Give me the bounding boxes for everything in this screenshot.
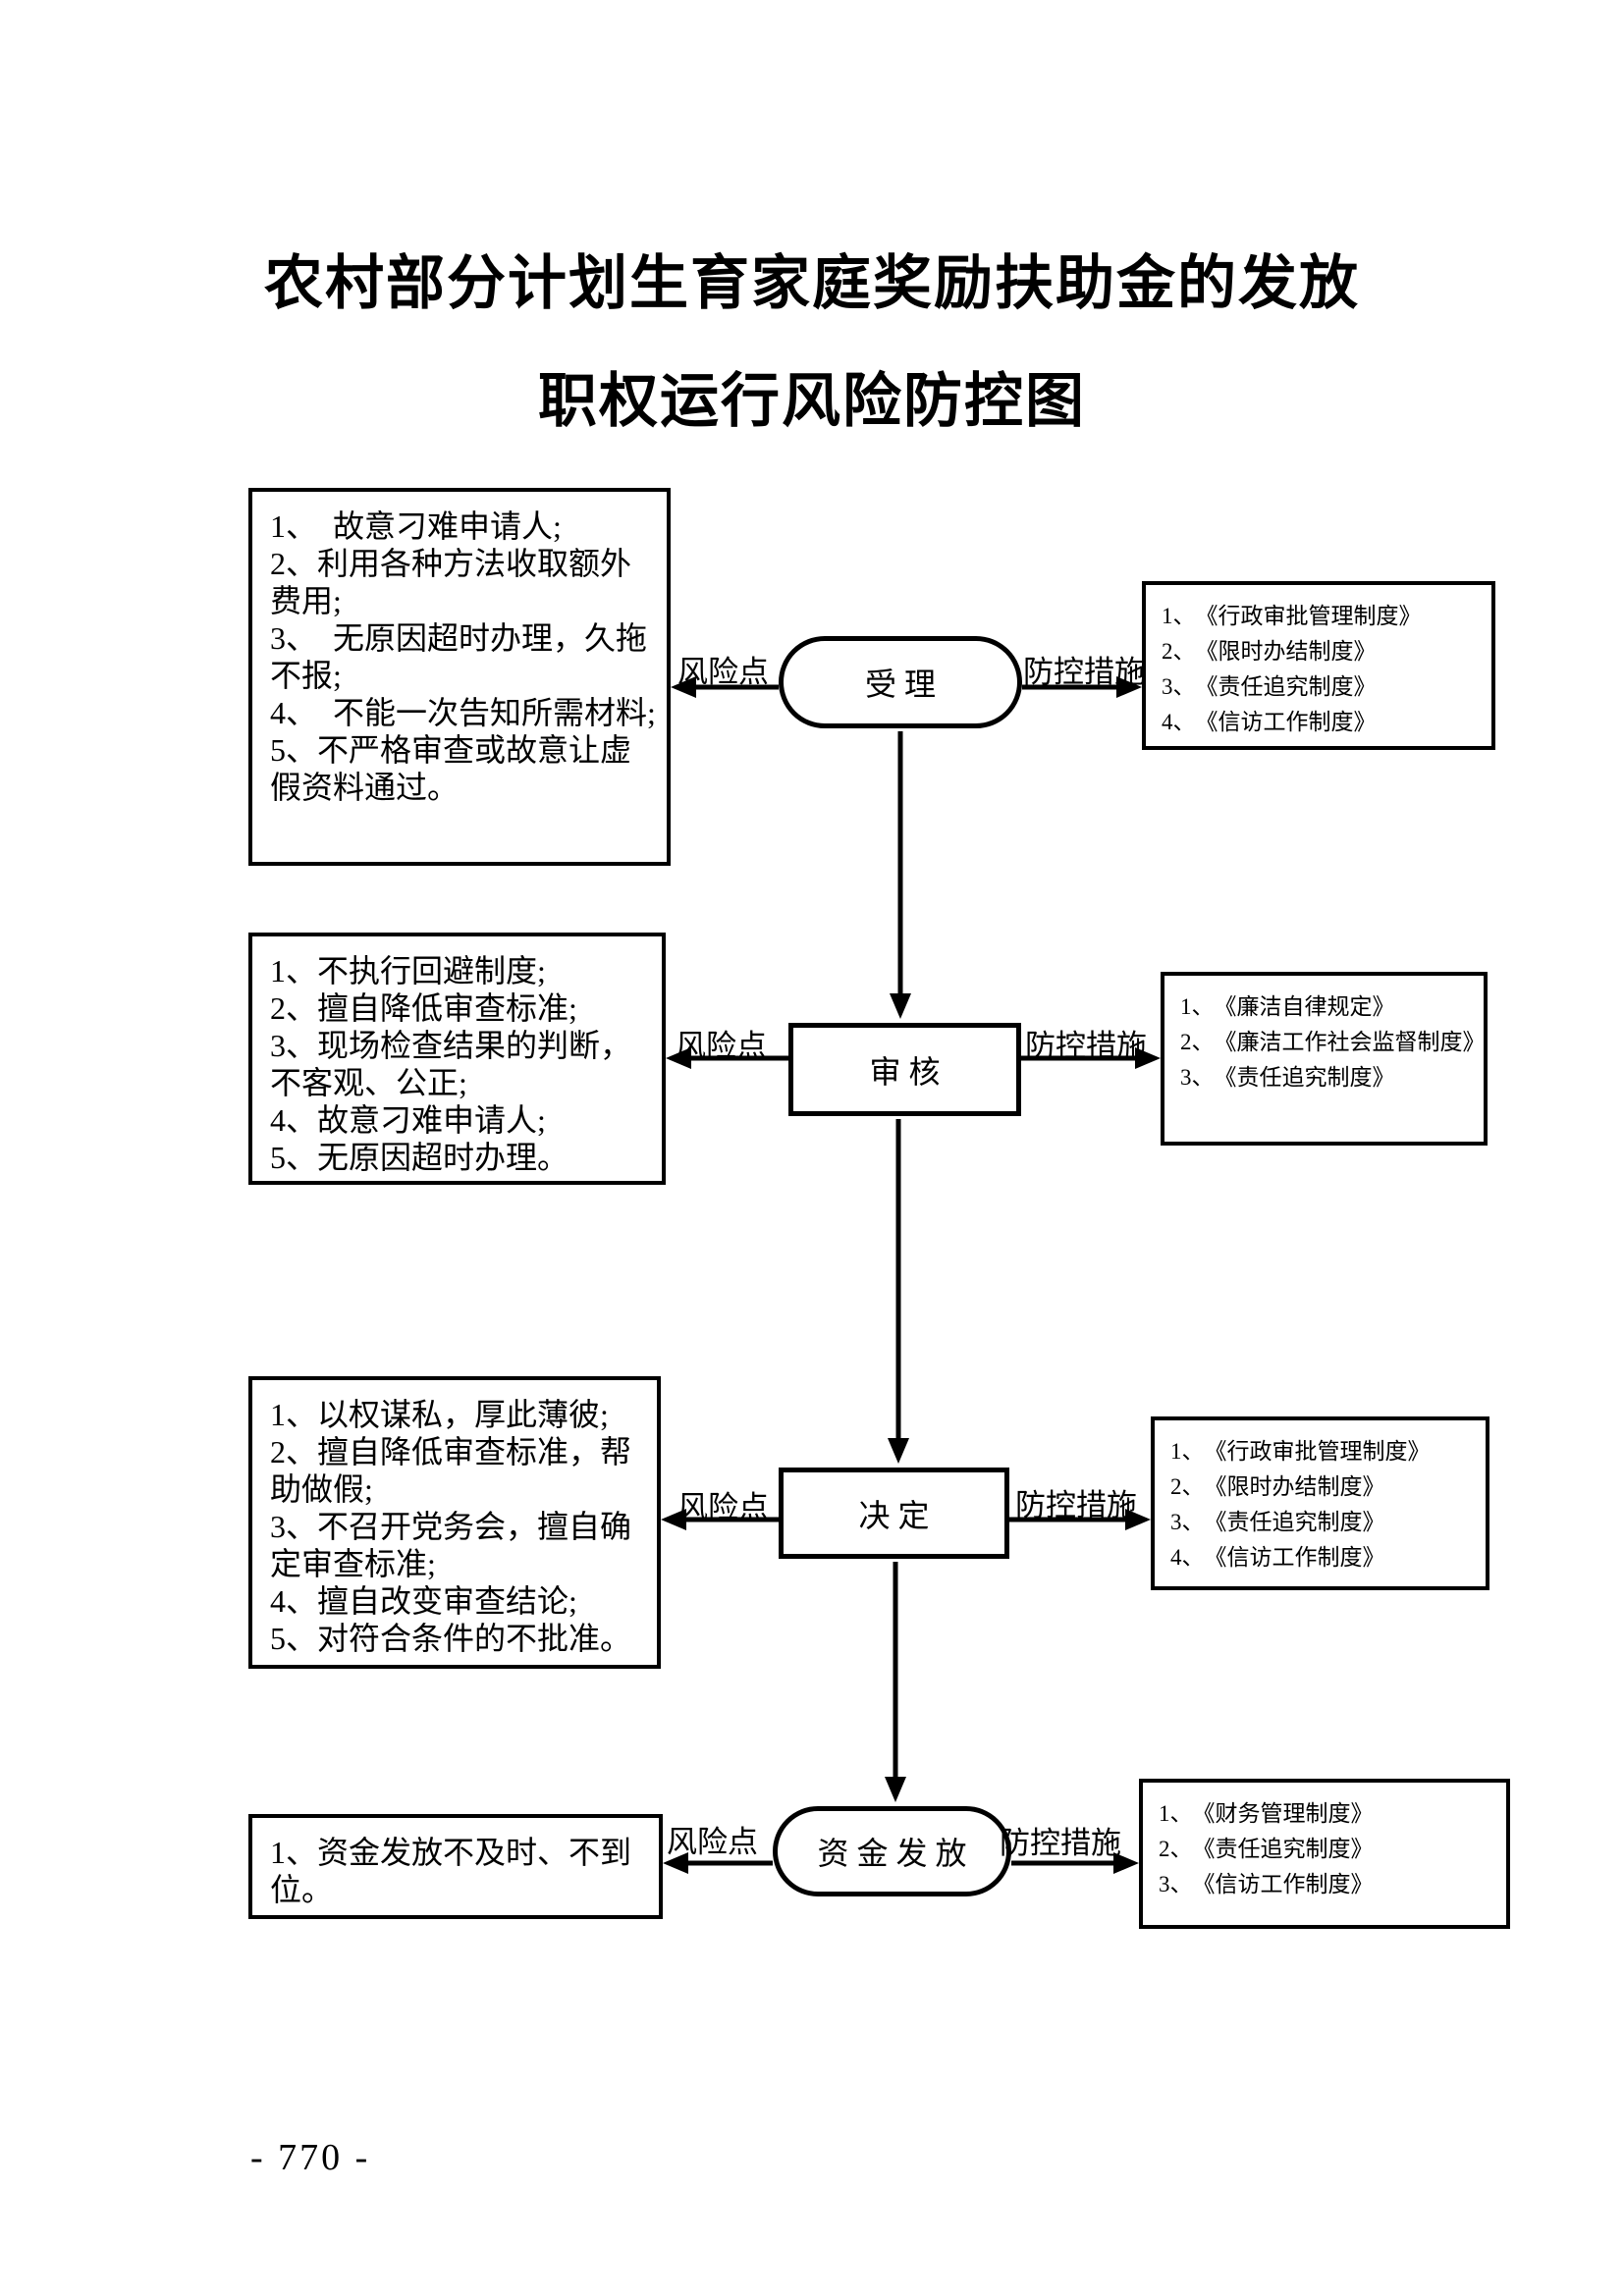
- page-number: - 770 -: [250, 2137, 371, 2178]
- measure-item: 1、 《财务管理制度》: [1159, 1801, 1374, 1826]
- node-review: 审核: [788, 1023, 1021, 1116]
- arrow-label-measure: 防控措施: [1000, 1826, 1121, 1860]
- arrow-label-risk: 风险点: [677, 655, 769, 689]
- measure-box-disburse: 1、 《财务管理制度》 2、 《责任追究制度》 3、 《信访工作制度》: [1139, 1779, 1510, 1929]
- risk-item: 4、 不能一次告知所需材料;: [270, 695, 656, 730]
- measure-item: 2、 《限时办结制度》: [1162, 639, 1377, 664]
- arrow-label-risk: 风险点: [667, 1825, 758, 1859]
- risk-item: 5、不严格审查或故意让虚假资料通过。: [270, 732, 632, 805]
- measure-item: 3、 《责任追究制度》: [1180, 1065, 1395, 1090]
- measure-item: 2、 《廉洁工作社会监督制度》: [1180, 1030, 1486, 1054]
- risk-item: 5、对符合条件的不批准。: [270, 1621, 632, 1656]
- measure-box-review: 1、 《廉洁自律规定》 2、 《廉洁工作社会监督制度》 3、 《责任追究制度》: [1161, 972, 1488, 1146]
- arrow-label-measure: 防控措施: [1025, 1029, 1147, 1063]
- risk-box-review: 1、不执行回避制度; 2、擅自降低审查标准; 3、现场检查结果的判断，不客观、公…: [248, 933, 666, 1185]
- risk-item: 5、无原因超时办理。: [270, 1140, 569, 1175]
- arrow-label-measure: 防控措施: [1015, 1488, 1137, 1522]
- risk-item: 4、擅自改变审查结论;: [270, 1583, 577, 1619]
- risk-box-decide: 1、以权谋私，厚此薄彼; 2、擅自降低审查标准，帮助做假; 3、不召开党务会，擅…: [248, 1376, 661, 1669]
- risk-item: 3、现场检查结果的判断，不客观、公正;: [270, 1028, 632, 1100]
- risk-item: 2、利用各种方法收取额外费用;: [270, 546, 632, 618]
- measure-item: 3、 《信访工作制度》: [1159, 1872, 1374, 1896]
- risk-box-disburse: 1、资金发放不及时、不到位。: [248, 1814, 663, 1919]
- page-title-line2: 职权运行风险防控图: [538, 369, 1086, 434]
- arrow-label-measure: 防控措施: [1023, 655, 1145, 689]
- measure-item: 3、 《责任追究制度》: [1162, 674, 1377, 699]
- risk-item: 2、擅自降低审查标准，帮助做假;: [270, 1434, 632, 1507]
- measure-item: 2、 《限时办结制度》: [1170, 1474, 1385, 1499]
- measure-item: 4、 《信访工作制度》: [1170, 1545, 1385, 1570]
- measure-item: 4、 《信访工作制度》: [1162, 710, 1377, 734]
- node-decide: 决定: [779, 1468, 1009, 1559]
- measure-box-decide: 1、 《行政审批管理制度》 2、 《限时办结制度》 3、 《责任追究制度》 4、…: [1151, 1416, 1489, 1590]
- node-accept: 受理: [779, 636, 1022, 728]
- risk-box-accept: 1、 故意刁难申请人; 2、利用各种方法收取额外费用; 3、 无原因超时办理，久…: [248, 488, 671, 866]
- risk-item: 3、不召开党务会，擅自确定审查标准;: [270, 1509, 632, 1581]
- measure-item: 3、 《责任追究制度》: [1170, 1510, 1385, 1534]
- arrow-label-risk: 风险点: [677, 1490, 769, 1524]
- measure-box-accept: 1、 《行政审批管理制度》 2、 《限时办结制度》 3、 《责任追究制度》 4、…: [1142, 581, 1495, 750]
- risk-item: 2、擅自降低审查标准;: [270, 990, 577, 1026]
- risk-item: 3、 无原因超时办理，久拖不报;: [270, 620, 648, 693]
- risk-item: 4、故意刁难申请人;: [270, 1102, 546, 1138]
- node-disburse: 资金发放: [773, 1806, 1011, 1896]
- measure-item: 2、 《责任追究制度》: [1159, 1837, 1374, 1861]
- risk-item: 1、以权谋私，厚此薄彼;: [270, 1397, 609, 1432]
- risk-item: 1、不执行回避制度;: [270, 953, 546, 988]
- risk-item: 1、资金发放不及时、不到位。: [270, 1835, 632, 1907]
- measure-item: 1、 《廉洁自律规定》: [1180, 994, 1395, 1019]
- page-title-line1: 农村部分计划生育家庭奖励扶助金的发放: [264, 251, 1360, 316]
- arrow-label-risk: 风险点: [676, 1029, 767, 1063]
- risk-item: 1、 故意刁难申请人;: [270, 508, 562, 544]
- measure-item: 1、 《行政审批管理制度》: [1162, 604, 1422, 628]
- measure-item: 1、 《行政审批管理制度》: [1170, 1439, 1431, 1464]
